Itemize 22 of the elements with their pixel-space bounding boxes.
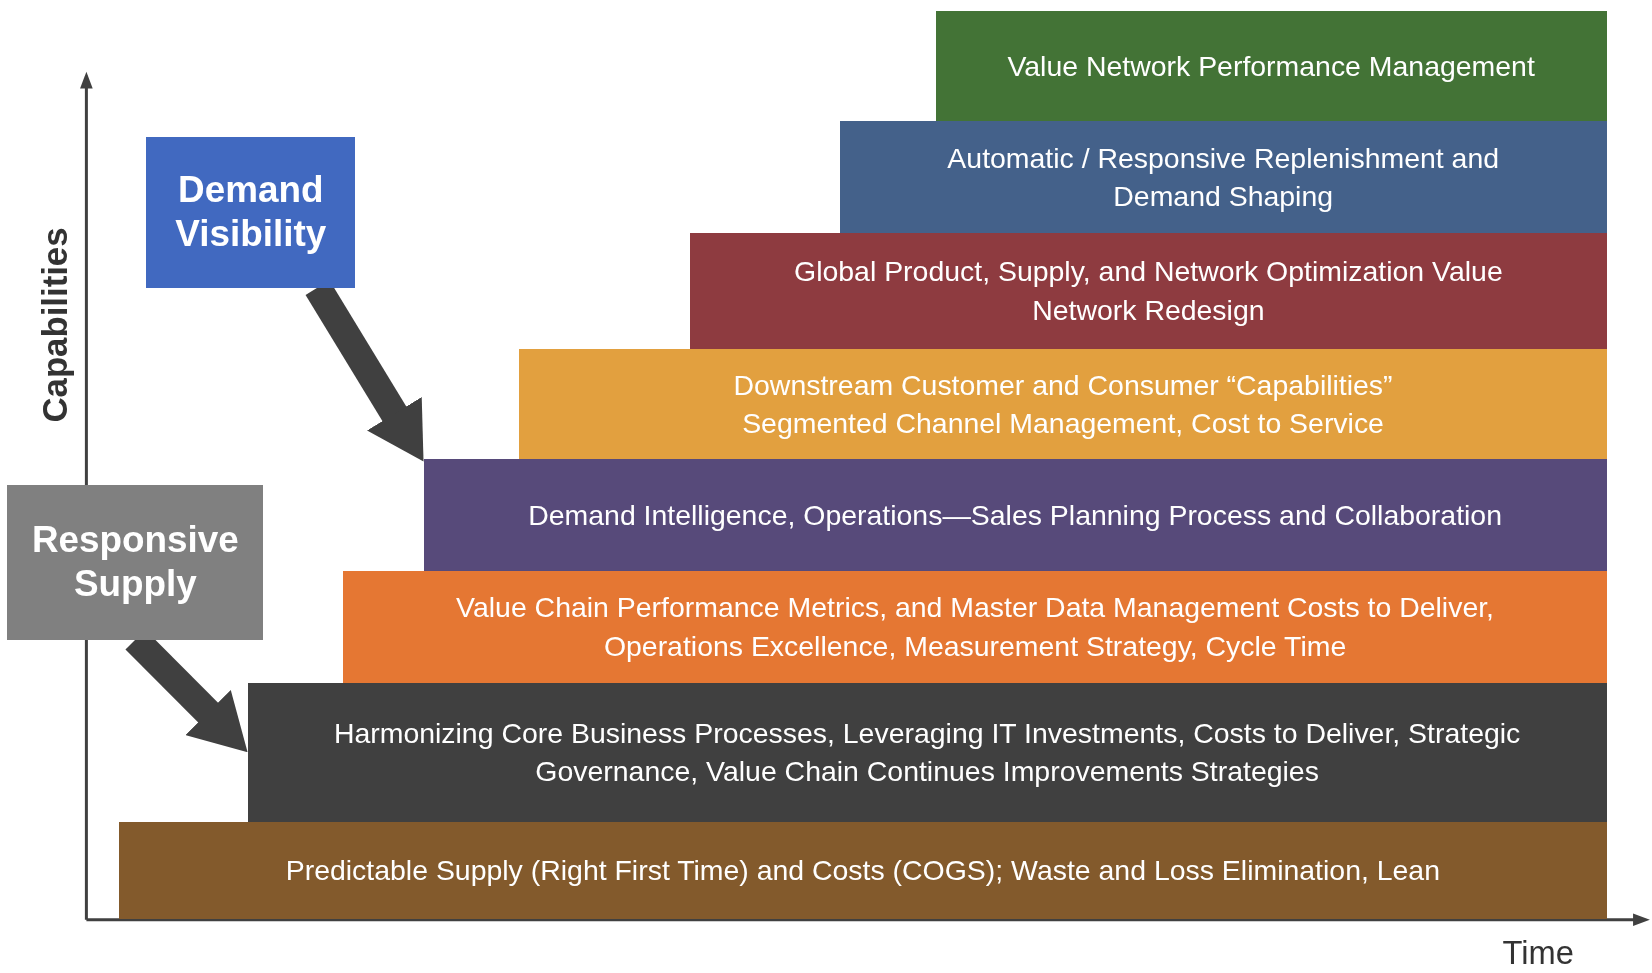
capability-band	[690, 232, 1607, 349]
category-box	[7, 484, 264, 640]
band-text: Demand Intelligence, Operations—Sales Planning Process and Collaboration	[528, 497, 1502, 533]
axis-label: Capabilities	[35, 227, 75, 422]
capability-band	[119, 821, 1607, 919]
band-text: Downstream Customer and Consumer “Capabilities” Segmented Channel Management, Cost to Service	[732, 367, 1394, 442]
category-title: Responsive Supply	[30, 517, 240, 607]
capability-band	[343, 571, 1607, 683]
band-text: Global Product, Supply, and Network Optimization Value Network Redesign	[793, 254, 1504, 328]
band-text: Value Network Performance Management	[1007, 48, 1535, 84]
band-text: Value Chain Performance Metrics, and Master Data Management Costs to Deliver, Operations Excellence, Measurement Strategy, Cycle Time	[455, 590, 1495, 664]
capability-band	[519, 348, 1607, 460]
axis-label: Time	[1502, 934, 1574, 973]
category-box	[146, 136, 356, 288]
category-title: Demand Visibility	[174, 168, 328, 257]
capability-band	[935, 10, 1607, 122]
capability-band	[247, 682, 1607, 822]
capability-band	[423, 459, 1607, 571]
capability-band	[839, 121, 1607, 233]
band-text: Automatic / Responsive Replenishment and Demand Shaping	[946, 140, 1500, 214]
band-text: Harmonizing Core Business Processes, Leveraging IT Investments, Costs to Deliver, Strategic Governance, Value Chain Continues Improvements Strategies	[332, 715, 1522, 790]
band-text: Predictable Supply (Right First Time) and Costs (COGS); Waste and Loss Elimination, Lean	[285, 853, 1440, 889]
